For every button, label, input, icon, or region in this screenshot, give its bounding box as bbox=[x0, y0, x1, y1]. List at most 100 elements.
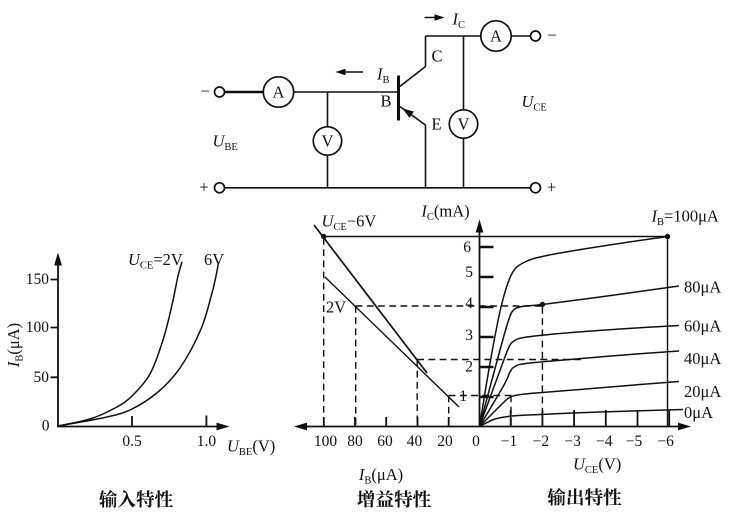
input-y-tick-100: 100 bbox=[26, 319, 50, 336]
terminal-output-bottom bbox=[529, 181, 542, 194]
input-y-tick-50: 50 bbox=[34, 369, 50, 386]
ic-tick-4: 4 bbox=[465, 295, 473, 312]
input-y-axis-label: IB(μA) bbox=[4, 323, 26, 368]
base-ammeter: A bbox=[262, 75, 295, 109]
collector-voltmeter-circle bbox=[448, 108, 479, 140]
input-characteristic-chart: 0 50 100 150 0.5 1.0 IB(μA) UBE(V) UCE=2… bbox=[4, 250, 275, 508]
gain-line-2v-label: 2V bbox=[326, 298, 346, 317]
input-curve-6v bbox=[57, 261, 220, 427]
input-x-axis-label: UBE(V) bbox=[227, 437, 275, 459]
output-curve-60ua bbox=[478, 324, 680, 427]
collector-ammeter-circle bbox=[479, 19, 513, 53]
ic-tick-5: 5 bbox=[465, 264, 473, 281]
label-u-ce: UCE bbox=[522, 92, 547, 114]
base-current-arrowhead bbox=[335, 68, 346, 76]
gain-x-tick-60: 60 bbox=[377, 433, 393, 450]
collector-voltmeter: V bbox=[448, 108, 479, 140]
input-y-axis-arrowhead bbox=[54, 252, 62, 266]
input-x-axis-arrowhead bbox=[216, 422, 230, 431]
output-curve-40ua bbox=[478, 350, 680, 427]
gain-x-axis-label: IB(μA) bbox=[358, 465, 403, 487]
base-voltmeter-letter: V bbox=[322, 132, 334, 151]
ic-tick-1: 1 bbox=[459, 388, 467, 405]
x-axis-left-arrowhead bbox=[294, 422, 307, 431]
output-curve-60ua-label: 60μA bbox=[684, 317, 721, 336]
input-y-tick-150: 150 bbox=[26, 271, 50, 288]
input-curve-6v-label: 6V bbox=[204, 250, 224, 269]
gain-x-tick-100: 100 bbox=[314, 433, 338, 450]
output-x-tick-m6: −6 bbox=[657, 433, 674, 450]
output-curve-20ua-label: 20μA bbox=[684, 382, 721, 401]
circuit-diagram: A V A V − + − + IB bbox=[199, 10, 556, 197]
output-x-axis-label: UCE(V) bbox=[573, 455, 621, 477]
gain-point-ib100 bbox=[321, 233, 327, 240]
output-curve-0ua bbox=[479, 408, 684, 428]
input-x-tick-05: 0.5 bbox=[122, 433, 142, 450]
base-voltmeter-circle bbox=[312, 125, 343, 157]
transistor-collector-lead bbox=[399, 65, 426, 88]
base-current-arrow bbox=[335, 68, 363, 76]
caption-input-characteristic bbox=[98, 490, 173, 508]
output-point-uce6-ic63 bbox=[664, 233, 671, 240]
output-x-tick-m3: −3 bbox=[564, 433, 581, 450]
collector-voltmeter-letter: V bbox=[458, 115, 470, 134]
emitter-arrowhead bbox=[402, 108, 414, 118]
collector-current-arrowhead bbox=[434, 14, 445, 21]
label-emitter: E bbox=[431, 115, 441, 134]
gain-x-tick-80: 80 bbox=[347, 433, 363, 450]
output-characteristic-chart: −1 −2 −3 −4 −5 −6 UCE(V) IB=100μA 80μA 6… bbox=[478, 207, 721, 506]
base-ammeter-letter: A bbox=[273, 83, 285, 102]
output-curve-20ua bbox=[478, 380, 680, 428]
output-curve-80ua-label: 80μA bbox=[684, 278, 721, 297]
shared-y-axis-arrowhead bbox=[475, 219, 484, 233]
terminal-output-top bbox=[529, 30, 542, 42]
transistor-pnp bbox=[397, 65, 426, 126]
input-x-ticks bbox=[131, 415, 208, 427]
collector-current-arrow bbox=[424, 14, 445, 21]
caption-gain-characteristic bbox=[357, 490, 431, 508]
input-y-ticks bbox=[50, 278, 58, 379]
sign-output-bottom: + bbox=[547, 178, 556, 197]
input-x-tick-10: 1.0 bbox=[197, 433, 217, 450]
sign-output-top: − bbox=[547, 26, 556, 45]
gain-x-tick-20: 20 bbox=[437, 433, 453, 450]
output-x-tick-m5: −5 bbox=[626, 433, 643, 450]
collector-ammeter-letter: A bbox=[490, 27, 502, 46]
output-curve-40ua-label: 40μA bbox=[684, 349, 721, 368]
ic-ticks bbox=[480, 245, 494, 399]
output-curve-100ua-label: IB=100μA bbox=[651, 207, 719, 229]
label-i-c: IC bbox=[452, 10, 466, 32]
base-ammeter-circle bbox=[262, 75, 295, 109]
input-curve-2v-label: UCE=2V bbox=[128, 250, 183, 272]
gain-characteristic-chart: 100 80 60 40 20 0 1 2 3 4 5 6 IC(mA) IB(… bbox=[294, 202, 691, 508]
label-u-be: UBE bbox=[213, 132, 238, 154]
ic-tick-2: 2 bbox=[465, 359, 473, 376]
label-i-b: IB bbox=[376, 65, 390, 87]
base-voltmeter: V bbox=[312, 125, 343, 157]
input-y-tick-0: 0 bbox=[42, 418, 50, 435]
origin-tick-0: 0 bbox=[472, 433, 480, 450]
sign-input-top: − bbox=[200, 82, 209, 101]
x-axis-right-arrowhead bbox=[678, 422, 691, 431]
gain-line-6v bbox=[313, 224, 428, 374]
ic-axis-label: IC(mA) bbox=[420, 202, 469, 224]
terminal-input-top bbox=[213, 86, 226, 98]
sign-input-bottom: + bbox=[199, 178, 208, 197]
output-x-tick-m2: −2 bbox=[533, 433, 550, 450]
label-collector: C bbox=[431, 47, 442, 66]
output-x-tick-m4: −4 bbox=[596, 433, 613, 450]
output-curve-0ua-label: 0μA bbox=[684, 403, 713, 422]
input-curve-2v bbox=[57, 261, 183, 427]
collector-ammeter: A bbox=[479, 19, 513, 53]
ic-tick-6: 6 bbox=[463, 239, 471, 256]
output-curve-100ua bbox=[478, 235, 668, 427]
gain-line-2v bbox=[324, 276, 460, 408]
output-point-uce2-ic4 bbox=[539, 301, 546, 308]
gain-x-ticks bbox=[322, 417, 450, 427]
label-base: B bbox=[380, 92, 391, 111]
ic-tick-3: 3 bbox=[465, 327, 473, 344]
output-x-tick-m1: −1 bbox=[501, 433, 518, 450]
gain-line-6v-label: UCE−6V bbox=[322, 212, 377, 234]
output-curve-80ua bbox=[478, 285, 680, 427]
